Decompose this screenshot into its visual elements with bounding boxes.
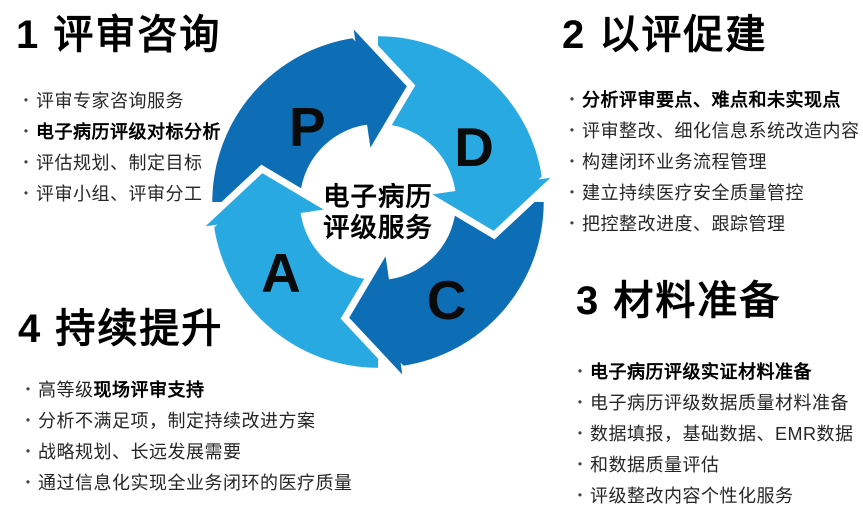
section-review-consulting: 1 评审咨询 • 评审专家咨询服务 • 电子病历评级对标分析 • 评估规划、制定… (16, 12, 221, 208)
pdca-letter-a: A (261, 242, 301, 304)
list-item-text-normal: 高等级 (38, 379, 94, 400)
list-item: • 构建闭环业务流程管理 (562, 145, 860, 176)
list-item: • 电子病历评级对标分析 (16, 115, 221, 146)
list-item: • 战略规划、长远发展需要 (18, 435, 353, 466)
bullet-icon: • (25, 381, 31, 396)
list-item-text: 评审整改、细化信息系统改造内容 (582, 120, 860, 141)
list-item-text: 电子病历评级实证材料准备 (590, 361, 812, 382)
list-item: • 电子病历评级实证材料准备 (570, 355, 854, 386)
list-item-text: 高等级现场评审支持 (38, 376, 205, 402)
section-2-list: • 分析评审要点、难点和未实现点 • 评审整改、细化信息系统改造内容 • 构建闭… (562, 83, 860, 238)
section-1-list: • 评审专家咨询服务 • 电子病历评级对标分析 • 评估规划、制定目标 • 评审… (16, 84, 221, 208)
list-item-text: 数据填报，基础数据、EMR数据 (590, 423, 854, 444)
list-item: • 电子病历评级数据质量材料准备 (570, 386, 854, 417)
pdca-center-label-line2: 评级服务 (323, 212, 433, 242)
list-item: • 分析不满足项，制定持续改进方案 (18, 404, 353, 435)
list-item: • 评估规划、制定目标 (16, 146, 221, 177)
list-item-text: 评审专家咨询服务 (36, 90, 184, 111)
bullet-icon: • (569, 184, 575, 199)
pdca-letter-p: P (289, 96, 326, 158)
pdca-cycle-diagram: P D C A 电子病历 评级服务 (188, 12, 568, 392)
section-build-by-review: 2 以评促建 • 分析评审要点、难点和未实现点 • 评审整改、细化信息系统改造内… (562, 12, 860, 238)
list-item-text: 和数据质量评估 (590, 454, 720, 475)
section-continuous-improvement: 4 持续提升 • 高等级现场评审支持 • 分析不满足项，制定持续改进方案 • 战… (18, 306, 353, 497)
bullet-icon: • (569, 122, 575, 137)
section-3-list: • 电子病历评级实证材料准备 • 电子病历评级数据质量材料准备 • 数据填报，基… (570, 355, 854, 510)
list-item: • 和数据质量评估 (570, 448, 854, 479)
section-1-title: 1 评审咨询 (16, 13, 222, 57)
bullet-icon: • (577, 363, 583, 378)
bullet-icon: • (577, 456, 583, 471)
list-item-text: 构建闭环业务流程管理 (582, 151, 767, 172)
bullet-icon: • (569, 153, 575, 168)
section-4-title: 4 持续提升 (18, 307, 224, 351)
list-item: • 评审专家咨询服务 (16, 84, 221, 115)
bullet-icon: • (23, 123, 29, 138)
list-item: • 通过信息化实现全业务闭环的医疗质量 (18, 466, 353, 497)
list-item: • 评审小组、评审分工 (16, 177, 221, 208)
bullet-icon: • (569, 91, 575, 106)
list-item: • 建立持续医疗安全质量管控 (562, 176, 860, 207)
list-item: • 高等级现场评审支持 (18, 373, 353, 404)
list-item-text: 战略规划、长远发展需要 (38, 441, 242, 462)
list-item-text: 电子病历评级数据质量材料准备 (590, 392, 849, 413)
bullet-icon: • (25, 443, 31, 458)
list-item-text: 通过信息化实现全业务闭环的医疗质量 (38, 472, 353, 493)
bullet-icon: • (577, 487, 583, 502)
pdca-letter-d: D (454, 116, 494, 178)
section-4-list: • 高等级现场评审支持 • 分析不满足项，制定持续改进方案 • 战略规划、长远发… (18, 373, 353, 497)
bullet-icon: • (569, 215, 575, 230)
list-item-text: 电子病历评级对标分析 (36, 121, 221, 142)
section-2-title: 2 以评促建 (562, 13, 768, 57)
list-item-text: 分析评审要点、难点和未实现点 (582, 89, 841, 110)
bullet-icon: • (25, 412, 31, 427)
list-item: • 评级整改内容个性化服务 (570, 479, 854, 510)
bullet-icon: • (577, 394, 583, 409)
list-item: • 数据填报，基础数据、EMR数据 (570, 417, 854, 448)
list-item-text: 把控整改进度、跟踪管理 (582, 213, 786, 234)
list-item-text: 评估规划、制定目标 (36, 152, 203, 173)
bullet-icon: • (23, 154, 29, 169)
bullet-icon: • (25, 474, 31, 489)
pdca-center-label-line1: 电子病历 (323, 182, 433, 212)
list-item-text-bold: 现场评审支持 (93, 379, 205, 400)
bullet-icon: • (23, 92, 29, 107)
section-3-title: 3 材料准备 (576, 279, 782, 323)
list-item-text: 评审小组、评审分工 (36, 183, 203, 204)
bullet-icon: • (23, 185, 29, 200)
list-item: • 把控整改进度、跟踪管理 (562, 207, 860, 238)
bullet-icon: • (577, 425, 583, 440)
section-material-preparation: 3 材料准备 • 电子病历评级实证材料准备 • 电子病历评级数据质量材料准备 •… (570, 278, 854, 510)
list-item-text: 分析不满足项，制定持续改进方案 (38, 410, 316, 431)
list-item: • 评审整改、细化信息系统改造内容 (562, 114, 860, 145)
list-item: • 分析评审要点、难点和未实现点 (562, 83, 860, 114)
list-item-text: 建立持续医疗安全质量管控 (582, 182, 804, 203)
list-item-text: 评级整改内容个性化服务 (590, 485, 794, 506)
pdca-letter-c: C (427, 269, 467, 331)
